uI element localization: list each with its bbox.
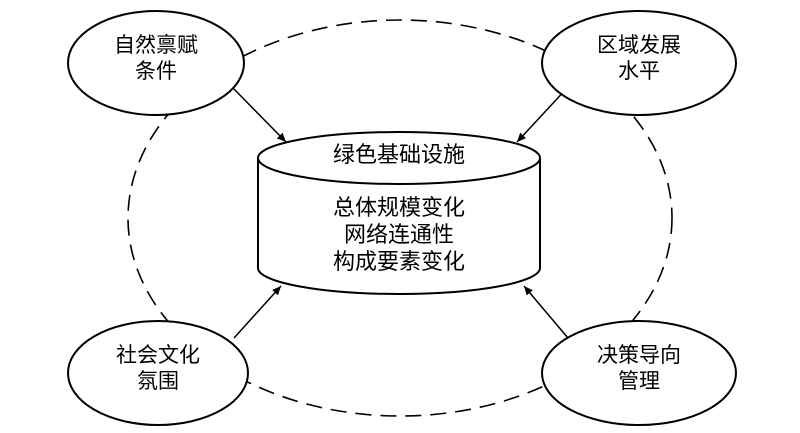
factor-label-bottom-left: 社会文化 氛围 [116,343,200,393]
cylinder-body [257,158,541,295]
factor-ellipse-bottom-left [67,320,249,426]
factor-ellipse-bottom-right [541,320,737,426]
factor-label-top-right: 区域发展 水平 [597,33,681,83]
center-line: 网络连通性 [343,222,454,248]
arrow-top-right [516,86,569,143]
arrow-bottom-right [523,285,569,339]
center-content: 总体规模变化 网络连通性 构成要素变化 [279,196,519,276]
center-line: 总体规模变化 [332,196,465,221]
factor-ellipse-top-left [67,10,245,116]
dashed-boundary-ellipse [127,19,673,417]
center-title: 绿色基础设施 [332,143,465,168]
factor-label-bottom-right: 决策导向 管理 [597,343,681,393]
cylinder-top [257,131,541,185]
factor-ellipse-top-right [541,10,737,116]
factor-label-top-left: 自然禀赋 条件 [114,33,198,83]
center-line: 构成要素变化 [332,249,465,275]
arrow-bottom-left [233,285,282,339]
arrow-top-left [231,86,287,143]
